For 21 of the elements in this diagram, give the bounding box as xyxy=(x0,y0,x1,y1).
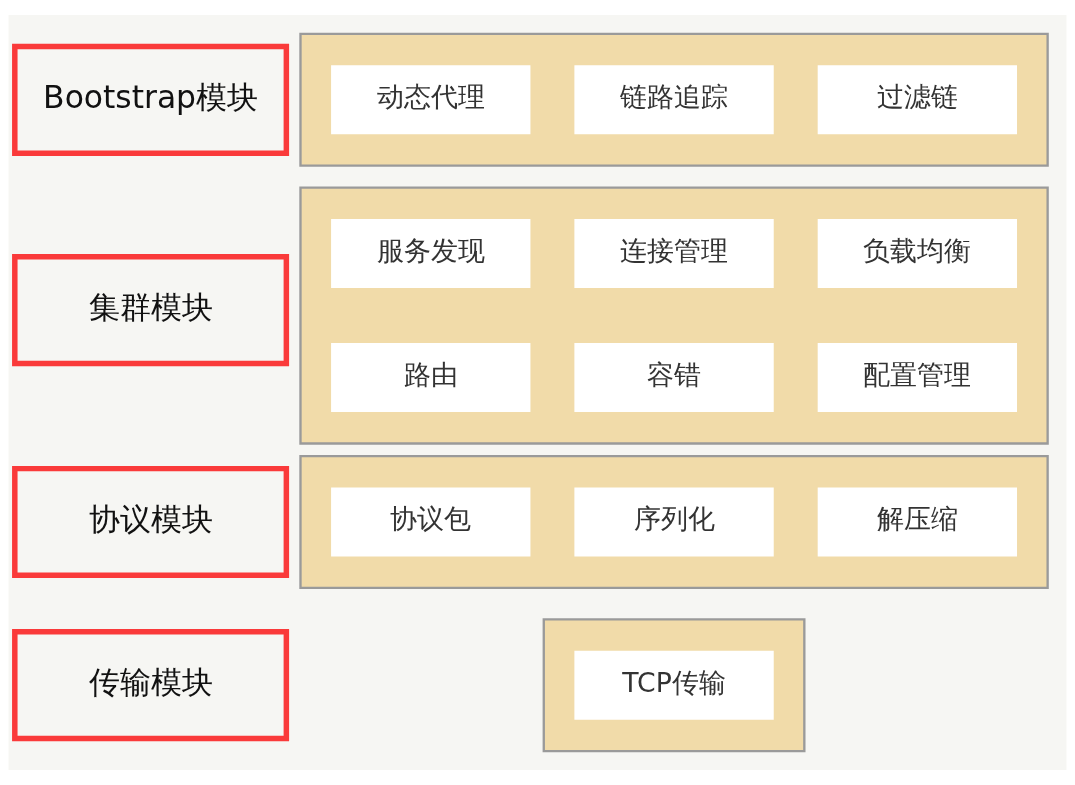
node-box: 路由 xyxy=(331,343,531,413)
cluster xyxy=(542,618,806,753)
node-box: 负载均衡 xyxy=(817,219,1018,289)
node-box: 传输模块 xyxy=(12,629,290,742)
node-box: Bootstrap模块 xyxy=(12,43,290,156)
node-box: 动态代理 xyxy=(331,65,531,135)
node-box: 配置管理 xyxy=(817,343,1018,413)
node-box: 协议包 xyxy=(331,487,531,557)
node-box: 过滤链 xyxy=(817,65,1018,135)
node-box: 解压缩 xyxy=(817,487,1018,557)
node-box: 链路追踪 xyxy=(574,65,774,135)
node-box: 协议模块 xyxy=(12,465,290,579)
node-box: 服务发现 xyxy=(331,219,531,289)
node-box: 连接管理 xyxy=(574,219,774,289)
cluster xyxy=(299,454,1049,590)
node-box: 集群模块 xyxy=(12,254,290,367)
cluster xyxy=(299,32,1049,167)
node-box: 容错 xyxy=(574,343,774,413)
node-box: TCP传输 xyxy=(574,650,774,720)
cluster xyxy=(299,186,1049,445)
node-box: 序列化 xyxy=(574,487,774,557)
